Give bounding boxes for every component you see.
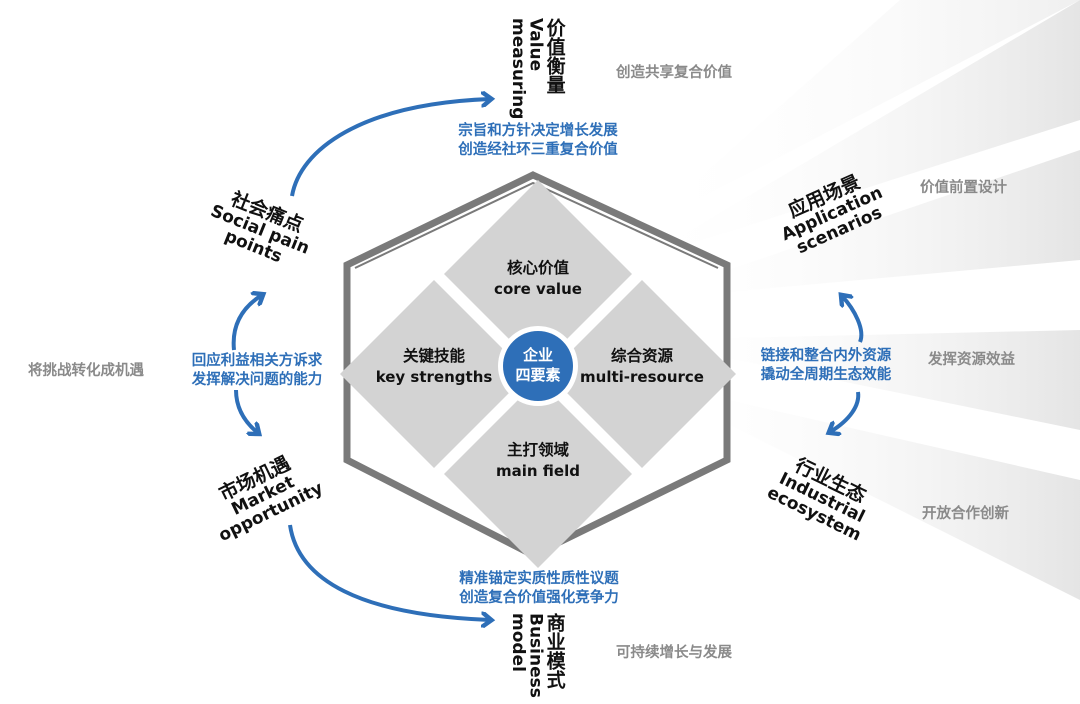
note-shared-value: 创造共享复合价值 [616, 65, 732, 81]
arrow-left-down [234, 389, 258, 433]
node-business-model-en2: model [507, 613, 528, 672]
arrow-bottom-left [288, 524, 490, 620]
quadrant-key-strengths-zh: 关键技能 [402, 347, 465, 365]
note-sustainable: 可持续增长与发展 [616, 645, 732, 661]
diamond-right [548, 280, 736, 468]
quadrant-multi-resource-en: multi-resource [580, 367, 704, 386]
caption-bottom-line2: 创造复合价值强化竞争力 [459, 589, 619, 606]
quadrant-core-value-zh: 核心价值 [506, 259, 569, 277]
diamond-bottom [444, 380, 632, 568]
caption-top-line2: 创造经社环三重复合价值 [458, 141, 618, 158]
diamond-left [340, 280, 528, 468]
center-label: 企业 四要素 [508, 346, 568, 385]
note-resource-effect: 发挥资源效益 [928, 352, 1015, 368]
node-business-model-en1: Business [525, 613, 546, 698]
arrow-right-up [842, 296, 864, 343]
arrow-right-down [830, 391, 861, 432]
caption-bottom-line1: 精准锚定实质性质性议题 [459, 571, 619, 587]
caption-left-line1: 回应利益相关方诉求 [191, 353, 323, 369]
arrow-left-up [231, 295, 262, 351]
node-value-measuring-en1: Value [525, 18, 546, 72]
quadrant-core-value: 核心价值 core value [478, 258, 598, 299]
caption-right-line2: 撬动全周期生态效能 [760, 366, 892, 383]
diamond-top [444, 180, 632, 368]
quadrant-key-strengths-en: key strengths [375, 367, 493, 386]
caption-left: 回应利益相关方诉求 发挥解决问题的能力 [172, 352, 342, 390]
caption-top-line1: 宗旨和方针决定增长发展 [458, 123, 618, 139]
note-open-innovation: 开放合作创新 [922, 506, 1009, 522]
quadrant-core-value-en: core value [494, 279, 582, 298]
quadrant-main-field: 主打领域 main field [478, 440, 598, 481]
caption-right: 链接和整合内外资源 撬动全周期生态效能 [744, 347, 908, 385]
caption-top: 宗旨和方针决定增长发展 创造经社环三重复合价值 [438, 122, 638, 160]
quadrant-multi-resource: 综合资源 multi-resource [578, 346, 706, 387]
node-value-measuring-zh: 价值衡量 [543, 18, 566, 94]
note-value-design: 价值前置设计 [920, 180, 1007, 196]
node-business-model-zh: 商业模式 [543, 613, 566, 689]
arrow-top-left [290, 99, 490, 197]
quadrant-main-field-en: main field [496, 461, 580, 480]
quadrant-multi-resource-zh: 综合资源 [610, 347, 673, 365]
note-challenge: 将挑战转化成机遇 [28, 363, 144, 379]
center-line1: 企业 [522, 346, 553, 364]
node-business-model: 商业模式 Business model [507, 613, 566, 698]
caption-bottom: 精准锚定实质性质性议题 创造复合价值强化竞争力 [436, 570, 642, 608]
quadrant-main-field-zh: 主打领域 [506, 441, 569, 459]
caption-left-line2: 发挥解决问题的能力 [191, 371, 323, 388]
center-line2: 四要素 [515, 365, 561, 384]
node-value-measuring: 价值衡量 Value measuring [507, 18, 566, 120]
node-value-measuring-en2: measuring [507, 18, 528, 120]
quadrant-key-strengths: 关键技能 key strengths [372, 346, 496, 387]
caption-right-line1: 链接和整合内外资源 [760, 348, 892, 364]
